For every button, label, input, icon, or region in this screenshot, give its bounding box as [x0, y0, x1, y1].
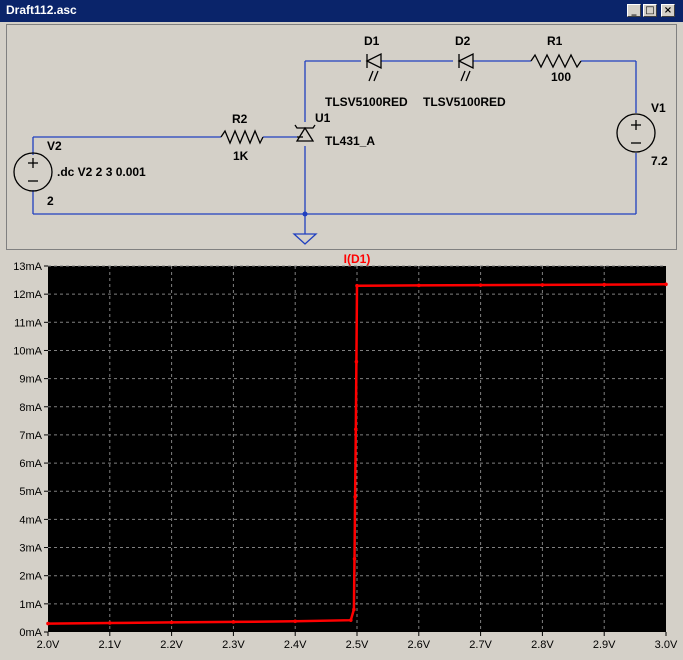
d2-model-label: TLSV5100RED [423, 95, 506, 109]
resistor-r2-symbol[interactable] [220, 129, 264, 145]
maximize-button[interactable]: □ [643, 4, 657, 17]
y-tick-label: 12mA [13, 289, 42, 301]
d1-model-label: TLSV5100RED [325, 95, 408, 109]
data-point [46, 621, 50, 626]
y-tick-label: 8mA [19, 402, 42, 414]
schematic-wires [32, 60, 637, 234]
data-point [354, 359, 359, 364]
x-tick-label: 2.0V [37, 639, 60, 651]
data-point [169, 620, 174, 625]
x-tick-label: 2.8V [531, 639, 554, 651]
diode-d1-symbol[interactable] [365, 52, 382, 82]
trace-title[interactable]: I(D1) [344, 254, 371, 266]
v1-name-label: V1 [651, 101, 666, 115]
y-tick-label: 11mA [14, 317, 43, 329]
v2-name-label: V2 [47, 139, 62, 153]
data-point [353, 427, 358, 432]
diode-d2-symbol[interactable] [457, 52, 474, 82]
data-point [478, 283, 483, 287]
y-tick-label: 10mA [13, 345, 42, 357]
data-point [417, 283, 421, 288]
close-button[interactable]: × [661, 4, 675, 17]
x-tick-label: 2.1V [98, 639, 121, 651]
x-tick-label: 2.9V [593, 639, 616, 651]
schematic-pane[interactable]: D1 D2 R1 100 TLSV5100RED TLSV5100RED R2 … [6, 24, 677, 250]
y-tick-label: 7mA [19, 430, 42, 442]
y-tick-label: 9mA [19, 374, 42, 386]
resistor-r1-symbol[interactable] [530, 53, 582, 69]
x-tick-label: 2.2V [160, 639, 183, 651]
waveform-plot[interactable]: 0mA 1mA 2mA 3mA 4mA 5mA 6mA 7mA 8mA 9mA 10mA 11mA 12… [0, 254, 683, 660]
data-point [664, 282, 668, 287]
y-tick-label: 3mA [19, 543, 42, 555]
schematic-canvas[interactable]: D1 D2 R1 100 TLSV5100RED TLSV5100RED R2 … [7, 25, 678, 251]
data-point [602, 282, 606, 287]
data-point [293, 619, 298, 624]
voltage-source-v1-symbol[interactable] [616, 113, 656, 153]
data-point [540, 283, 545, 287]
data-point [352, 557, 357, 561]
y-tick-label: 5mA [19, 486, 42, 498]
y-tick-label: 13mA [13, 261, 42, 273]
x-tick-label: 2.5V [346, 639, 369, 651]
x-tick-label: 2.3V [222, 639, 245, 651]
minimize-button[interactable]: _ [627, 4, 641, 17]
x-tick-label: 3.0V [655, 639, 678, 651]
d1-name-label: D1 [364, 34, 380, 48]
y-tick-labels: 0mA 1mA 2mA 3mA 4mA 5mA 6mA 7mA 8mA 9mA 10mA 11mA 12… [13, 261, 48, 639]
data-point [231, 620, 236, 624]
dc-sweep-directive: .dc V2 2 3 0.001 [57, 165, 146, 179]
data-point [352, 607, 356, 612]
d2-name-label: D2 [455, 34, 471, 48]
r1-name-label: R1 [547, 34, 563, 48]
r2-value-label: 1K [233, 149, 249, 163]
u1-model-label: TL431_A [325, 134, 375, 148]
x-tick-labels: 2.0V 2.1V 2.2V 2.3V 2.4V 2.5V 2.6V 2.7V 2.8V 2.9V… [37, 632, 678, 651]
ground-icon [292, 233, 318, 245]
v2-value-label: 2 [47, 194, 54, 208]
data-point [353, 495, 357, 499]
y-tick-label: 6mA [19, 458, 42, 470]
x-tick-label: 2.7V [469, 639, 492, 651]
window-titlebar[interactable]: Draft112.asc _ □ × [0, 0, 683, 22]
r2-name-label: R2 [232, 112, 248, 126]
y-tick-label: 0mA [19, 627, 42, 639]
junction-dot [302, 211, 308, 217]
voltage-source-v2-symbol[interactable] [13, 152, 53, 192]
data-point [349, 618, 353, 622]
data-point [108, 621, 112, 625]
u1-name-label: U1 [315, 111, 331, 125]
v1-value-label: 7.2 [651, 154, 668, 168]
series-layer [46, 282, 668, 626]
y-tick-label: 1mA [19, 599, 42, 611]
y-tick-label: 4mA [19, 514, 42, 526]
r1-value-label: 100 [551, 70, 571, 84]
tl431-u1-symbol[interactable] [294, 124, 316, 142]
y-tick-label: 2mA [19, 571, 42, 583]
x-tick-label: 2.4V [284, 639, 307, 651]
x-tick-label: 2.6V [407, 639, 430, 651]
waveform-pane[interactable]: 0mA 1mA 2mA 3mA 4mA 5mA 6mA 7mA 8mA 9mA 10mA 11mA 12… [0, 254, 683, 660]
data-point [355, 283, 359, 288]
window-title: Draft112.asc [6, 3, 77, 17]
